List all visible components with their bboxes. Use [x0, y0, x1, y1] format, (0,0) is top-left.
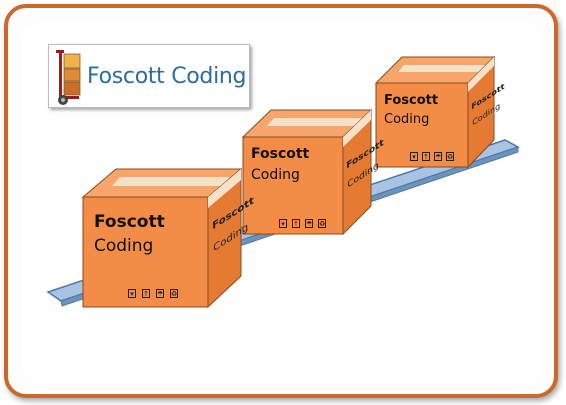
logo-box: Foscott Coding: [48, 44, 250, 108]
box-1-brand-line: Foscott: [94, 212, 165, 232]
umbrella-icon: ☂: [434, 152, 442, 161]
up-arrows-icon: ↑: [142, 289, 150, 298]
recycle-icon: ♻: [318, 219, 326, 228]
recycle-icon: ♻: [170, 289, 178, 298]
umbrella-icon: ☂: [156, 289, 164, 298]
package-box-2: [241, 108, 373, 236]
box-3-coding-line: Coding: [384, 112, 430, 127]
hand-truck-icon: [56, 50, 81, 105]
umbrella-icon: ☂: [305, 219, 313, 228]
up-arrows-icon: ↑: [422, 152, 430, 161]
package-box-1: [81, 167, 243, 309]
box-2-brand-line: Foscott: [251, 146, 310, 162]
glass-icon: ▾: [279, 219, 287, 228]
glass-icon: ▾: [410, 152, 418, 161]
box-3-handling-icons: ▾ ↑ ☂ ♻: [410, 152, 454, 161]
recycle-icon: ♻: [446, 152, 454, 161]
glass-icon: ▾: [128, 289, 136, 298]
package-box-3: [374, 55, 496, 169]
logo-text: Foscott Coding: [87, 64, 247, 89]
box-2-coding-line: Coding: [251, 167, 300, 183]
box-1-coding-line: Coding: [94, 236, 154, 256]
box-1-handling-icons: ▾ ↑ ☂ ♻: [128, 289, 178, 298]
box-3-brand-line: Foscott: [384, 93, 439, 108]
box-2-handling-icons: ▾ ↑ ☂ ♻: [279, 219, 326, 228]
up-arrows-icon: ↑: [292, 219, 300, 228]
